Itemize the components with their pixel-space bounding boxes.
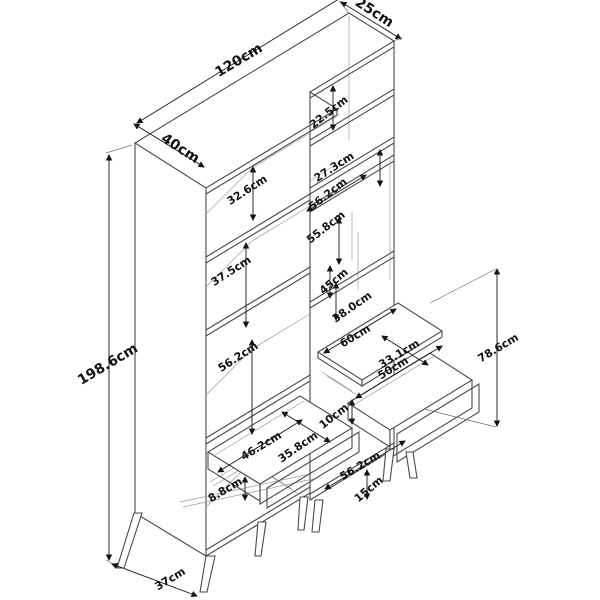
dim-leg-height: 15cm (352, 474, 386, 505)
dim-left-shelf-2: 37.5cm (209, 253, 254, 288)
dim-base-depth: 37cm (153, 565, 188, 593)
dim-height-total: 198.6cm (75, 340, 141, 388)
dim-desk-height: 78.6cm (476, 331, 521, 365)
dim-right-section-a: 56.2cm (306, 175, 350, 213)
dimension-lines (105, 0, 501, 598)
dim-right-opening: 45cm (317, 266, 351, 297)
dim-left-shelf-1: 32.6cm (225, 172, 270, 207)
dim-left-shelf-3: 56.2cm (216, 339, 261, 374)
dim-right-section-b: 55.8cm (304, 208, 348, 246)
